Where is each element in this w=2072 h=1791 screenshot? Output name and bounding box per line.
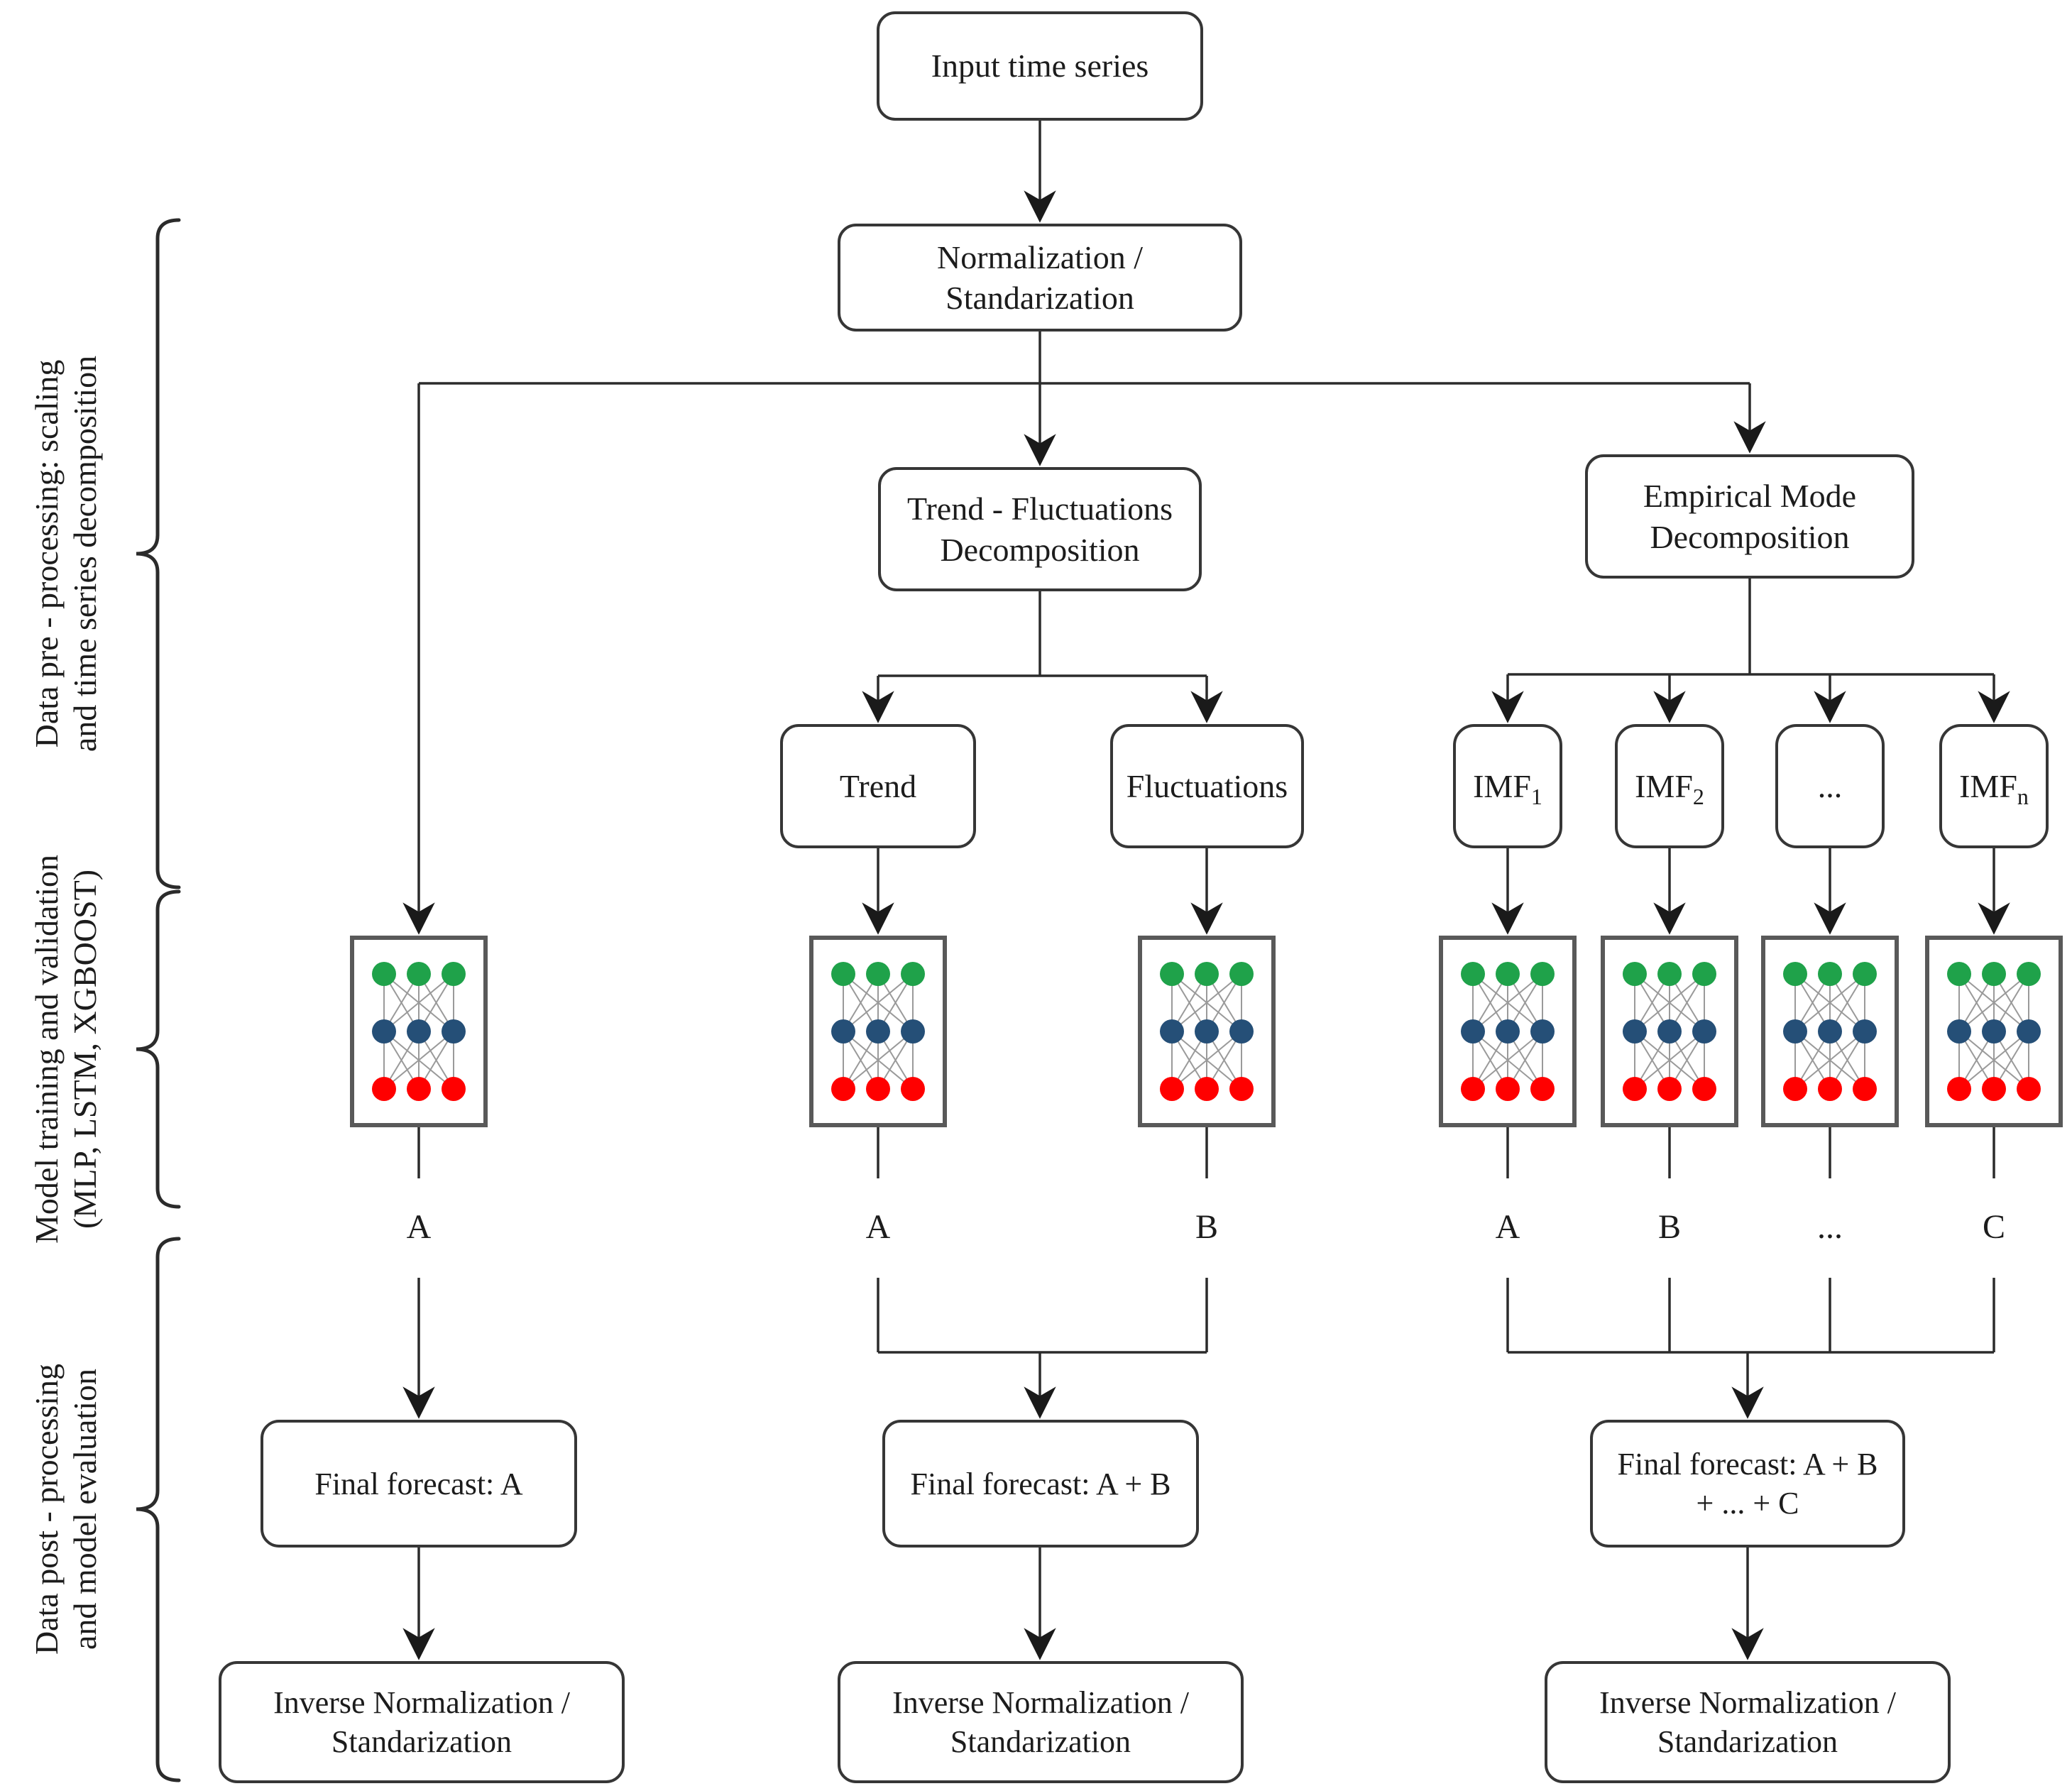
output-letter-trend: A [865, 1207, 891, 1246]
trend-fluctuations-decomposition-box: Trend - Fluctuations Decomposition [878, 467, 1202, 591]
imf2-label: IMF2 [1635, 767, 1704, 809]
output-letter-imf4: C [1982, 1207, 2005, 1246]
neural-network-icon [352, 938, 486, 1125]
output-letter-imf2: B [1657, 1207, 1681, 1246]
output-letter-single: A [406, 1207, 432, 1246]
inverse-normalization-box-2: Inverse Normalization / Standarization [838, 1661, 1244, 1783]
inverse-normalization-line: Standarization [1657, 1724, 1838, 1759]
neural-network-icon [1441, 938, 1574, 1125]
section-label-line: (MLP, LSTM, XGBOOST) [67, 869, 103, 1229]
final-forecast-a-box: Final forecast: A [261, 1420, 577, 1548]
inverse-normalization-line: Standarization [331, 1724, 512, 1759]
normalization-line: Normalization / [937, 239, 1143, 275]
inverse-normalization-box-1: Inverse Normalization / Standarization [219, 1661, 625, 1783]
normalization-box: Normalization / Standarization [838, 224, 1242, 332]
tfd-line: Trend - Fluctuations [907, 491, 1173, 527]
section-label-line: Data pre - processing: scaling [28, 359, 65, 748]
imf-dots-box: ... [1775, 724, 1885, 848]
inverse-normalization-line: Inverse Normalization / [1599, 1685, 1896, 1720]
brace-postprocessing [136, 1237, 181, 1782]
output-letter-imf3: ... [1817, 1207, 1843, 1246]
section-label-line: and time series decomposition [67, 355, 103, 752]
final-forecast-ab-box: Final forecast: A + B [882, 1420, 1199, 1548]
arrow-connectors [402, 121, 2010, 1660]
inverse-normalization-box-3: Inverse Normalization / Standarization [1545, 1661, 1951, 1783]
final-forecast-abc-line: + ... + C [1696, 1486, 1799, 1521]
brace-model-training [136, 889, 181, 1209]
imf1-box: IMF1 [1453, 724, 1562, 848]
final-forecast-abc-line: Final forecast: A + B [1617, 1447, 1878, 1481]
brace-preprocessing [136, 218, 181, 889]
final-forecast-a-label: Final forecast: A [314, 1466, 523, 1501]
tfd-line: Decomposition [940, 531, 1140, 568]
section-label-postprocessing: Data post - processing and model evaluat… [25, 1261, 107, 1758]
neural-network-icon [1603, 938, 1736, 1125]
output-letter-fluctuations: B [1195, 1207, 1218, 1246]
neural-network-icon [1140, 938, 1273, 1125]
trend-box: Trend [780, 724, 976, 848]
input-box-label: Input time series [931, 48, 1149, 84]
neural-network-icon [1927, 938, 2061, 1125]
imf1-label: IMF1 [1473, 767, 1542, 809]
trend-label: Trend [839, 767, 917, 804]
inverse-normalization-line: Inverse Normalization / [892, 1685, 1189, 1720]
final-forecast-ab-label: Final forecast: A + B [910, 1466, 1171, 1501]
connector-letter-drops [877, 1278, 1995, 1352]
connector-nn-output-stubs [417, 1127, 1995, 1178]
imf-dots-label: ... [1817, 767, 1843, 804]
fluctuations-label: Fluctuations [1126, 767, 1288, 804]
plain-connectors [417, 332, 1995, 1354]
inverse-normalization-line: Inverse Normalization / [273, 1685, 570, 1720]
empirical-mode-decomposition-box: Empirical Mode Decomposition [1585, 454, 1914, 579]
imf2-box: IMF2 [1615, 724, 1724, 848]
fluctuations-box: Fluctuations [1110, 724, 1304, 848]
section-label-model-training: Model training and validation (MLP, LSTM… [25, 801, 107, 1298]
section-label-preprocessing: Data pre - processing: scaling and time … [25, 217, 107, 891]
final-forecast-abc-box: Final forecast: A + B + ... + C [1590, 1420, 1905, 1548]
emd-line: Empirical Mode [1643, 478, 1857, 514]
inverse-normalization-line: Standarization [950, 1724, 1131, 1759]
imfn-label: IMFn [1959, 767, 2029, 809]
normalization-line: Standarization [945, 280, 1134, 316]
emd-line: Decomposition [1650, 518, 1850, 555]
section-label-line: and model evaluation [67, 1369, 103, 1650]
imfn-box: IMFn [1939, 724, 2049, 848]
neural-network-icon [811, 938, 945, 1125]
section-label-line: Data post - processing [28, 1363, 65, 1655]
input-box: Input time series [877, 11, 1203, 121]
output-letter-imf1: A [1495, 1207, 1520, 1246]
neural-network-icon [1763, 938, 1897, 1125]
section-label-line: Model training and validation [28, 854, 65, 1244]
